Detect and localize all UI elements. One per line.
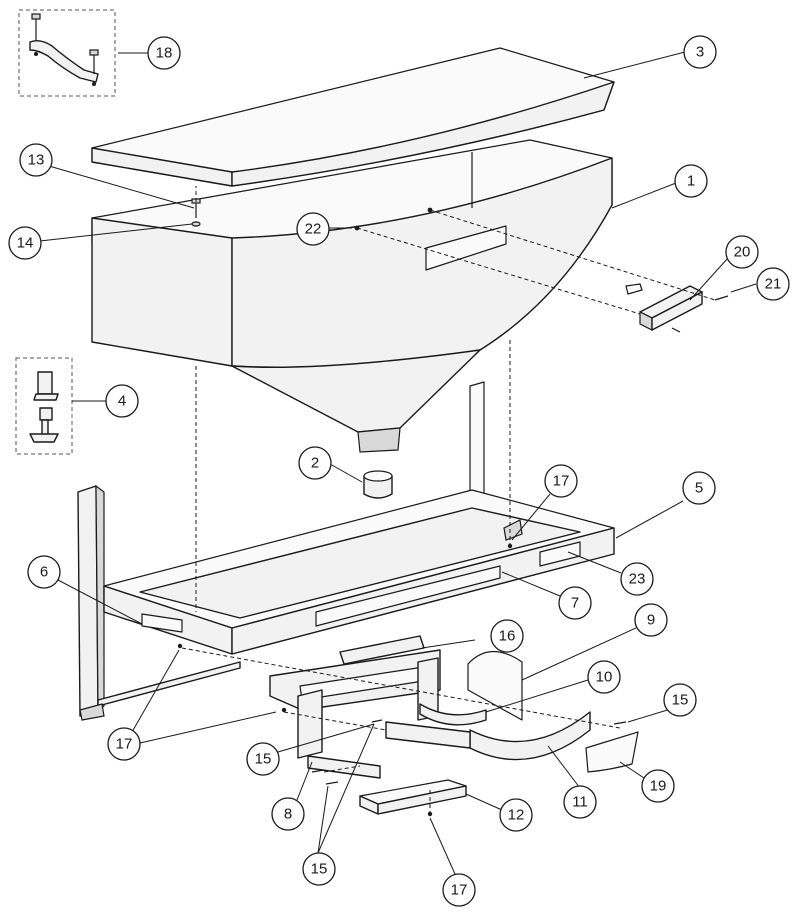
callout-10: 10 [587, 660, 621, 694]
callout-23: 23 [620, 562, 654, 596]
callout-label: 9 [647, 612, 655, 629]
inset-bracket-kit [15, 357, 73, 455]
hopper-lid [91, 47, 615, 187]
callout-label: 13 [28, 152, 45, 169]
callout-6: 6 [27, 555, 61, 589]
callout-label: 1 [687, 173, 695, 190]
callout-label: 19 [650, 778, 667, 795]
callout-15-left: 15 [246, 742, 280, 776]
callout-3: 3 [683, 35, 717, 69]
mounting-frame [77, 381, 615, 721]
callout-15-bottom: 15 [302, 852, 336, 886]
callout-label: 10 [596, 669, 613, 686]
callout-label: 3 [696, 44, 704, 61]
callout-label: 15 [672, 692, 689, 709]
light-bar [625, 283, 729, 333]
callout-8: 8 [271, 797, 305, 831]
callout-label: 8 [284, 806, 292, 823]
callout-9: 9 [634, 603, 668, 637]
callout-14: 14 [8, 226, 42, 260]
hopper-body [91, 139, 613, 453]
callout-label: 22 [305, 221, 322, 238]
callout-13: 13 [19, 143, 53, 177]
leader-lines [39, 51, 757, 875]
callout-label: 17 [553, 473, 570, 490]
callout-11: 11 [563, 785, 597, 819]
callout-label: 6 [40, 564, 48, 581]
callout-label: 4 [118, 393, 126, 410]
callout-label: 20 [734, 244, 751, 261]
callout-label: 15 [255, 751, 272, 768]
callout-label: 7 [571, 595, 579, 612]
callout-label: 2 [311, 455, 319, 472]
callout-16: 16 [490, 619, 524, 653]
callout-15-right: 15 [663, 683, 697, 717]
callout-label: 12 [508, 807, 525, 824]
callout-21: 22 [296, 212, 330, 246]
callout-label: 21 [765, 276, 782, 293]
callout-7: 7 [558, 586, 592, 620]
callout-18: 19 [641, 769, 675, 803]
callout-label: 23 [629, 571, 646, 588]
callout-19: 20 [725, 235, 759, 269]
callout-label: 5 [695, 480, 703, 497]
callout-label: 17 [451, 882, 468, 899]
alignment-lines [181, 186, 716, 814]
callout-17-upper: 17 [544, 464, 578, 498]
callout-12: 12 [499, 798, 533, 832]
inset-strap-kit [18, 9, 116, 97]
callout-4: 4 [105, 384, 139, 418]
callout-22: 18 [147, 36, 181, 70]
callout-label: 14 [17, 235, 34, 252]
callout-1: 1 [674, 164, 708, 198]
callout-label: 15 [311, 861, 328, 878]
spinner-chute [363, 470, 393, 499]
callout-17-bottom: 17 [442, 873, 476, 907]
callout-2: 2 [298, 446, 332, 480]
callout-label: 16 [499, 628, 516, 645]
callout-20: 21 [756, 267, 790, 301]
callout-label: 17 [116, 736, 133, 753]
callout-label: 11 [572, 794, 588, 811]
callout-label: 18 [156, 45, 173, 62]
spinner-bracket-assembly [269, 635, 639, 817]
callout-5: 5 [682, 471, 716, 505]
callout-17-left: 17 [107, 727, 141, 761]
